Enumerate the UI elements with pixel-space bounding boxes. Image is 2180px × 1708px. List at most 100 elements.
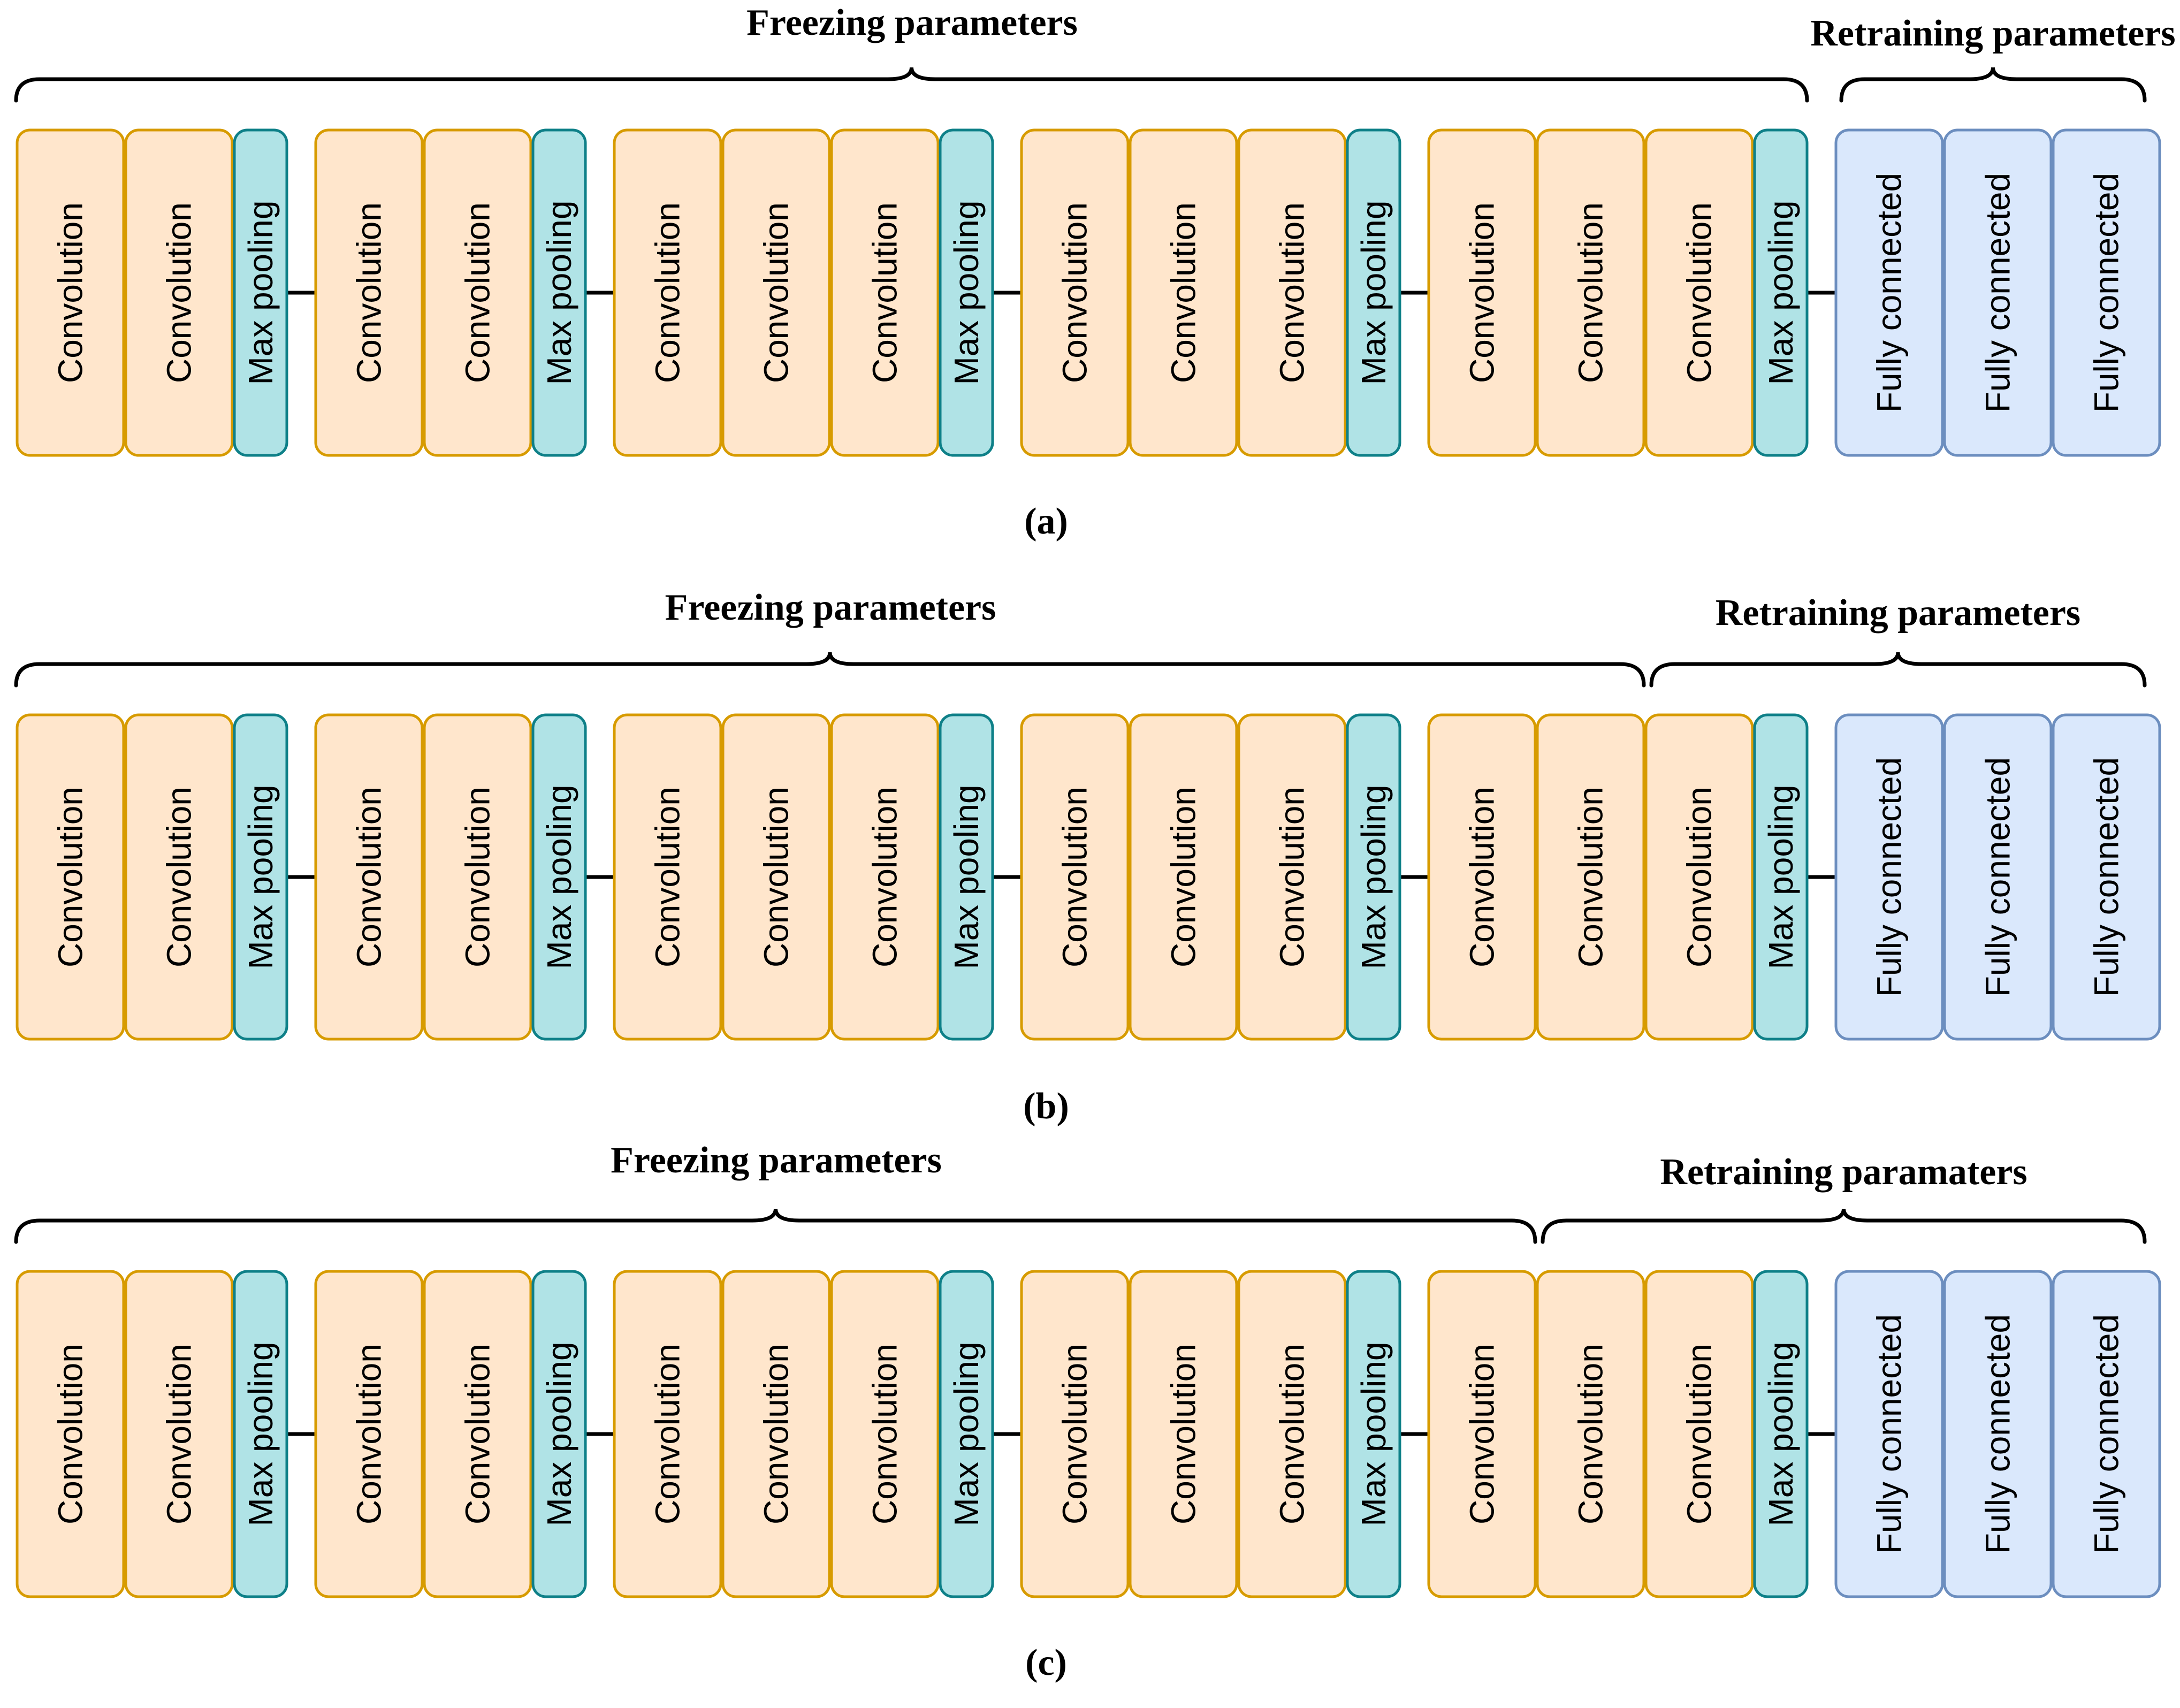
- convolution-block: Convolution: [830, 713, 940, 1041]
- fully-connected-block-shape: [1943, 128, 2053, 457]
- convolution-block-label: Convolution: [757, 1344, 796, 1524]
- convolution-block: Convolution: [1536, 1270, 1645, 1598]
- convolution-block-shape: [124, 713, 234, 1041]
- max-pooling-block-shape: [531, 128, 587, 457]
- convolution-block-label: Convolution: [350, 787, 388, 967]
- convolution-block-label: Convolution: [1273, 787, 1312, 967]
- max-pooling-block: Max pooling: [939, 128, 994, 457]
- max-pooling-block-shape: [1346, 1270, 1401, 1598]
- convolution-block-label: Convolution: [757, 202, 796, 383]
- convolution-block-label: Convolution: [51, 787, 90, 967]
- convolution-block-label: Convolution: [1273, 202, 1312, 383]
- fully-connected-block: Fully connected: [1834, 1270, 1944, 1598]
- max-pooling-block-shape: [1346, 128, 1401, 457]
- convolution-block-label: Convolution: [350, 202, 388, 383]
- max-pooling-block-shape: [233, 713, 288, 1041]
- max-pooling-block: Max pooling: [1753, 128, 1809, 457]
- max-pooling-block-label: Max pooling: [1762, 200, 1800, 385]
- retrain-brace: [1839, 67, 2147, 103]
- fully-connected-block-shape: [2052, 1270, 2161, 1598]
- convolution-block-shape: [1237, 128, 1347, 457]
- convolution-block-shape: [314, 713, 424, 1041]
- convolution-block-label: Convolution: [51, 1344, 90, 1524]
- max-pooling-block-label: Max pooling: [1762, 1341, 1800, 1526]
- max-pooling-block-label: Max pooling: [540, 1341, 578, 1526]
- fully-connected-block: Fully connected: [1943, 128, 2053, 457]
- freeze-brace: [14, 67, 1809, 103]
- convolution-block-label: Convolution: [1572, 202, 1610, 383]
- convolution-block-shape: [613, 713, 722, 1041]
- convolution-block: Convolution: [613, 128, 722, 457]
- fully-connected-block-shape: [1834, 713, 1944, 1041]
- convolution-block: Convolution: [1644, 128, 1754, 457]
- convolution-block-label: Convolution: [1056, 202, 1094, 383]
- convolution-block: Convolution: [1644, 1270, 1754, 1598]
- convolution-block-shape: [1129, 1270, 1238, 1598]
- fully-connected-block: Fully connected: [1834, 713, 1944, 1041]
- fully-connected-block-label: Fully connected: [1979, 173, 2017, 413]
- max-pooling-block-label: Max pooling: [947, 1341, 986, 1526]
- fully-connected-block: Fully connected: [1834, 128, 1944, 457]
- convolution-block: Convolution: [1644, 713, 1754, 1041]
- convolution-block-shape: [1644, 1270, 1754, 1598]
- convolution-block-label: Convolution: [1572, 787, 1610, 967]
- fully-connected-block-shape: [1943, 713, 2053, 1041]
- max-pooling-block-label: Max pooling: [1354, 1341, 1393, 1526]
- convolution-block-shape: [1644, 713, 1754, 1041]
- convolution-block-shape: [1536, 1270, 1645, 1598]
- freeze-brace: [14, 652, 1646, 688]
- max-pooling-block-shape: [233, 128, 288, 457]
- fully-connected-block: Fully connected: [1943, 713, 2053, 1041]
- max-pooling-block-label: Max pooling: [1354, 784, 1393, 969]
- convolution-block-label: Convolution: [160, 1344, 199, 1524]
- convolution-block-shape: [1536, 128, 1645, 457]
- convolution-block-shape: [314, 1270, 424, 1598]
- retrain-brace: [1649, 652, 2147, 688]
- convolution-block-label: Convolution: [649, 1344, 687, 1524]
- convolution-block-label: Convolution: [1164, 1344, 1203, 1524]
- max-pooling-block-label: Max pooling: [1354, 200, 1393, 385]
- convolution-block: Convolution: [1237, 713, 1347, 1041]
- max-pooling-block-shape: [939, 1270, 994, 1598]
- convolution-block-label: Convolution: [1056, 787, 1094, 967]
- freeze-label: Freezing parameters: [611, 1140, 942, 1181]
- convolution-block-shape: [830, 128, 940, 457]
- convolution-block: Convolution: [1427, 128, 1537, 457]
- convolution-block-label: Convolution: [866, 1344, 904, 1524]
- max-pooling-block-shape: [1753, 1270, 1809, 1598]
- freeze-label: Freezing parameters: [665, 587, 996, 628]
- convolution-block-shape: [16, 713, 125, 1041]
- max-pooling-block-label: Max pooling: [540, 784, 578, 969]
- fully-connected-block-shape: [2052, 128, 2161, 457]
- convolution-block: Convolution: [16, 128, 125, 457]
- retrain-label: Retraining paramaters: [1660, 1152, 2027, 1193]
- convolution-block-label: Convolution: [1164, 202, 1203, 383]
- fully-connected-block-label: Fully connected: [1979, 757, 2017, 997]
- convolution-block-label: Convolution: [1463, 202, 1501, 383]
- convolution-block: Convolution: [721, 128, 831, 457]
- convolution-block: Convolution: [1536, 128, 1645, 457]
- convolution-block-shape: [830, 1270, 940, 1598]
- max-pooling-block-shape: [1753, 713, 1809, 1041]
- max-pooling-block-shape: [1346, 713, 1401, 1041]
- max-pooling-block: Max pooling: [233, 1270, 288, 1598]
- convolution-block-shape: [1020, 128, 1130, 457]
- fully-connected-block-shape: [2052, 713, 2161, 1041]
- retrain-label: Retraining parameters: [1810, 13, 2175, 54]
- convolution-block: Convolution: [721, 1270, 831, 1598]
- max-pooling-block: Max pooling: [939, 713, 994, 1041]
- max-pooling-block: Max pooling: [233, 128, 288, 457]
- convolution-block-shape: [1129, 713, 1238, 1041]
- fully-connected-block: Fully connected: [1943, 1270, 2053, 1598]
- convolution-block-shape: [1237, 1270, 1347, 1598]
- convolution-block-label: Convolution: [1056, 1344, 1094, 1524]
- convolution-block-label: Convolution: [649, 202, 687, 383]
- max-pooling-block: Max pooling: [939, 1270, 994, 1598]
- max-pooling-block-label: Max pooling: [947, 784, 986, 969]
- convolution-block-shape: [423, 713, 532, 1041]
- convolution-block-label: Convolution: [866, 202, 904, 383]
- convolution-block-label: Convolution: [1572, 1344, 1610, 1524]
- convolution-block-label: Convolution: [1463, 787, 1501, 967]
- retrain-brace: [1541, 1208, 2147, 1244]
